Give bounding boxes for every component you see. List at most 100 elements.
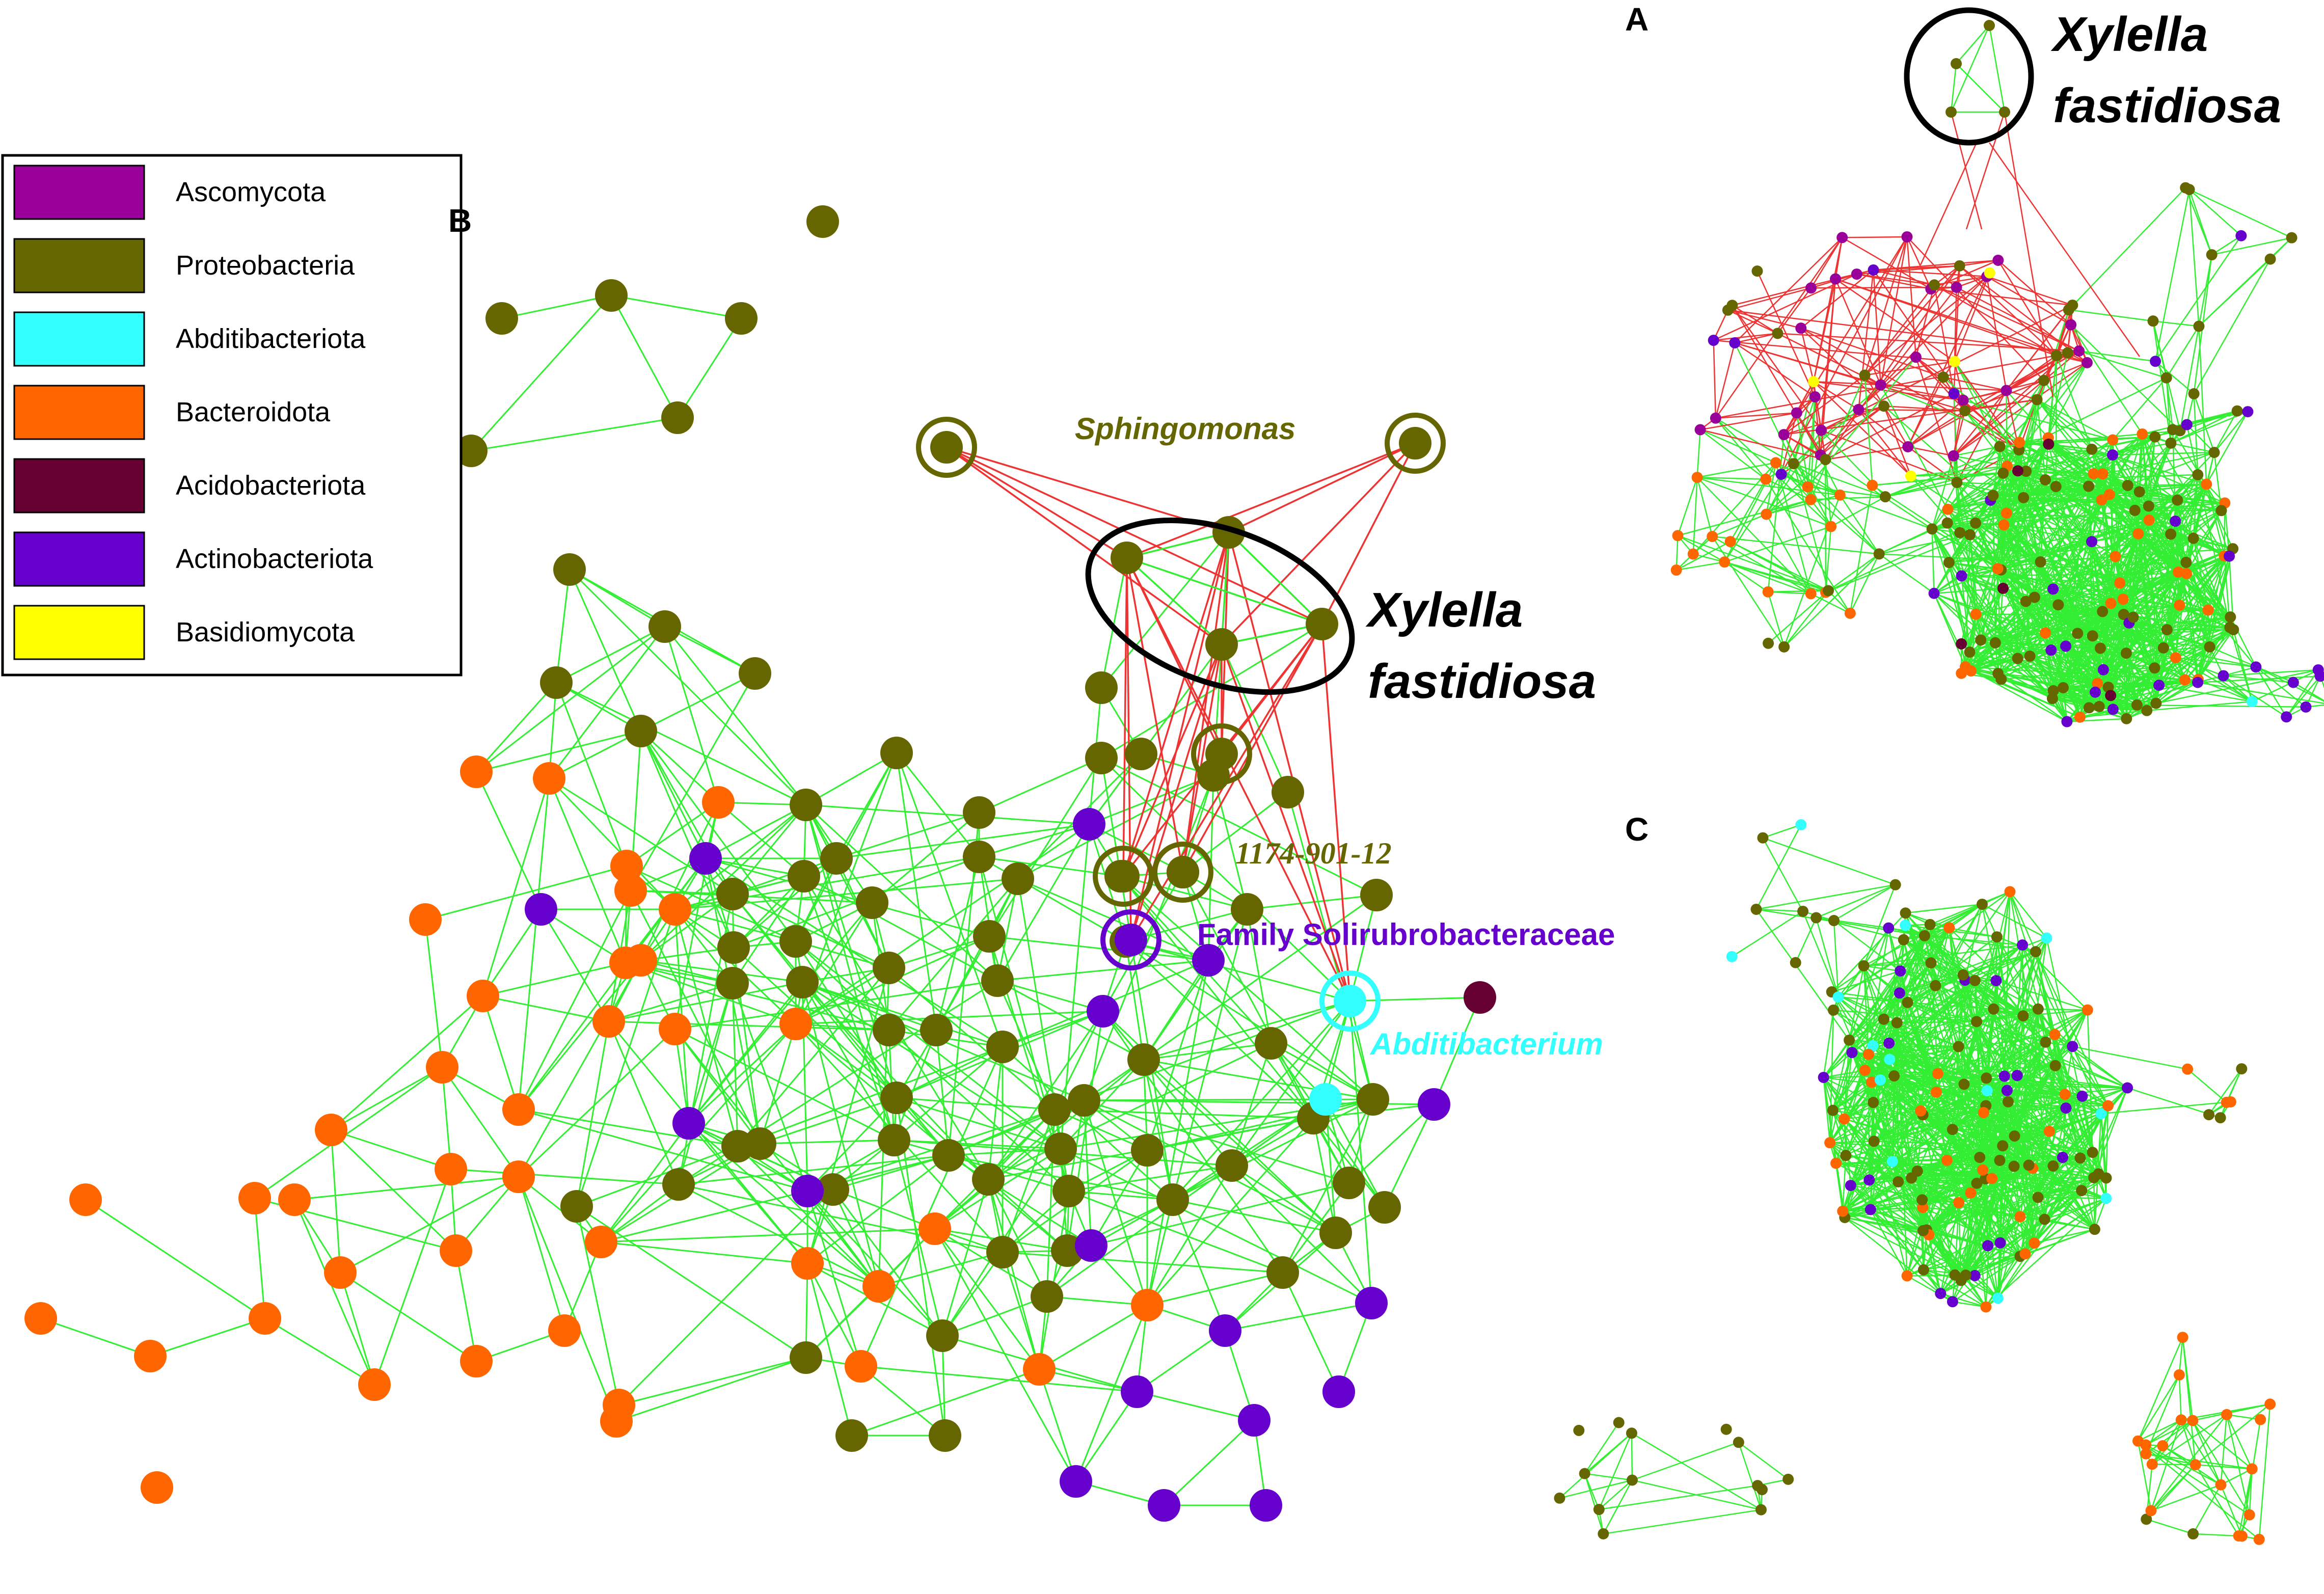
positive-edge [2003, 588, 2112, 696]
positive-edge [2255, 666, 2307, 708]
label-sphingomonas: Sphingomonas [1075, 412, 1295, 446]
node-ascomycota [1816, 424, 1827, 436]
positive-edge [1950, 25, 1990, 113]
positive-edge [1066, 1011, 1104, 1251]
positive-edge [2192, 1484, 2222, 1534]
positive-edge [2052, 589, 2068, 722]
positive-edge [896, 752, 937, 1031]
node-bacteroidota [1970, 608, 1982, 620]
node-actinobacteriota [2106, 449, 2118, 461]
positive-edge [1872, 470, 2018, 486]
node-bacteroidota [69, 1183, 102, 1216]
positive-edge [1907, 962, 1932, 1003]
node-proteobacteria [1889, 879, 1901, 890]
negative-edge [1783, 236, 1908, 435]
positive-edge [1730, 541, 1829, 591]
positive-edge [1143, 1042, 1272, 1061]
node-proteobacteria [1820, 454, 1831, 466]
positive-edge [2072, 1045, 2188, 1070]
node-proteobacteria [1984, 20, 1995, 31]
positive-edge [518, 960, 642, 1110]
node-proteobacteria [1085, 742, 1118, 774]
positive-edge [2001, 561, 2186, 571]
positive-edge [2163, 573, 2187, 649]
negative-edge [1906, 236, 1917, 358]
positive-edge [664, 626, 755, 674]
positive-edge [1885, 465, 2008, 498]
positive-edge [2163, 647, 2256, 668]
node-proteobacteria [1751, 265, 1763, 277]
node-proteobacteria [725, 302, 758, 335]
positive-edge [2036, 399, 2113, 456]
node-proteobacteria [2030, 946, 2041, 958]
negative-edge [1953, 380, 2044, 456]
positive-edge [2081, 1087, 2128, 1191]
positive-edge [1676, 561, 1725, 571]
positive-edge [1879, 528, 1933, 555]
positive-edge [1559, 1479, 1633, 1499]
node-proteobacteria [2009, 1130, 2020, 1142]
positive-edge [1793, 463, 1841, 496]
positive-edge [1833, 920, 1839, 997]
node-bacteroidota [1761, 508, 1772, 520]
positive-edge [1888, 970, 1901, 1043]
positive-edge [2048, 443, 2128, 487]
legend: AscomycotaProteobacteriaAbditibacteriota… [1, 154, 463, 677]
negative-edge [1873, 259, 1998, 271]
node-proteobacteria [1970, 517, 1982, 529]
node-proteobacteria [1994, 441, 2006, 452]
positive-edge [1976, 1182, 2021, 1218]
node-proteobacteria [2141, 1514, 2152, 1525]
positive-edge [795, 1023, 1068, 1252]
node-proteobacteria [1778, 641, 1790, 653]
positive-edge [688, 1122, 879, 1287]
node-proteobacteria [1981, 1072, 1992, 1084]
positive-edge [1039, 1304, 1148, 1370]
node-bacteroidota [502, 1093, 535, 1126]
node-proteobacteria [1127, 1043, 1160, 1076]
node-actinobacteriota [2122, 1082, 2133, 1094]
positive-edge [1767, 434, 1785, 592]
positive-edge [1221, 532, 1230, 645]
node-proteobacteria [1306, 608, 1338, 640]
node-bacteroidota [435, 1153, 467, 1185]
node-proteobacteria [1925, 957, 1937, 969]
node-bacteroidota [2145, 1505, 2157, 1517]
positive-edge [2152, 321, 2172, 443]
node-bacteroidota [358, 1368, 391, 1401]
positive-edge [1146, 960, 1209, 1306]
node-proteobacteria [1924, 918, 1936, 930]
node-actinobacteriota [1969, 1270, 1981, 1282]
positive-edge [872, 812, 980, 904]
positive-edge [1863, 884, 1896, 966]
positive-edge [674, 980, 998, 1030]
node-proteobacteria [1929, 279, 1940, 291]
node-bacteroidota [2143, 515, 2155, 526]
negative-edge [2070, 325, 2088, 363]
positive-edge [2050, 571, 2179, 651]
positive-edge [678, 1183, 1003, 1253]
negative-edge [2006, 355, 2057, 391]
positive-edge [254, 1066, 443, 1199]
positive-edge [888, 935, 990, 969]
node-actinobacteriota [1708, 335, 1719, 346]
positive-edge [2079, 709, 2114, 718]
negative-edge [1864, 265, 1960, 376]
node-ascomycota [1853, 403, 1864, 415]
positive-edge [1897, 1008, 2038, 1023]
positive-edge [674, 804, 806, 910]
negative-edge [1906, 236, 1932, 289]
negative-edge [1813, 279, 1836, 382]
node-acidobacteriota [2105, 690, 2117, 701]
positive-edge [1823, 962, 1932, 1078]
positive-edge [1917, 1170, 1971, 1194]
positive-edge [934, 1228, 1077, 1482]
node-proteobacteria [835, 1419, 868, 1452]
positive-edge [1842, 1170, 1918, 1212]
negative-edge [1825, 265, 1960, 460]
negative-edge [1835, 278, 1955, 362]
positive-edge [640, 802, 719, 961]
node-bacteroidota [1942, 503, 1954, 515]
positive-edge [2091, 541, 2121, 584]
node-proteobacteria [2029, 591, 2040, 603]
